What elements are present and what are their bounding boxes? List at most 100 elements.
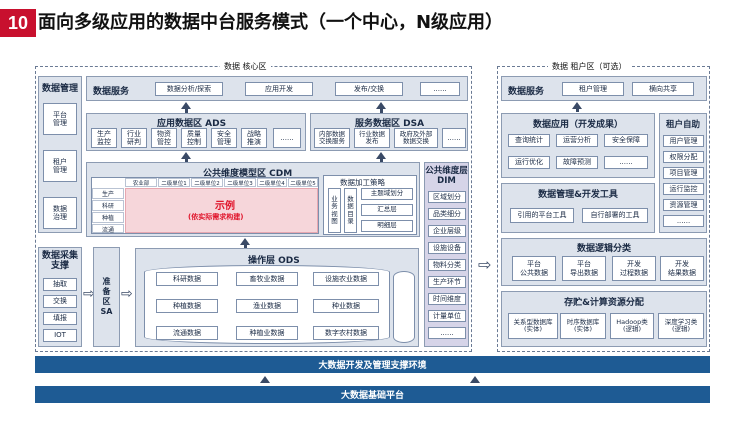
ods-item-1[interactable]: 科研数据 [156,272,218,286]
dim-title: 公共维度层 DIM [425,166,468,187]
service-analysis[interactable]: 数据分析/探索 [155,82,223,96]
dev-env-bar: 大数据开发及管理支撑环境 [35,356,710,373]
tenant-self-more[interactable]: ...... [663,215,704,227]
arrow-stem [185,108,188,113]
dsa-item-3[interactable]: 政府及外部 数据交换 [394,128,438,148]
tenant-app-more[interactable]: ...... [604,156,648,169]
tenant-self-perms[interactable]: 权限分配 [663,151,704,163]
storage-deeplearning[interactable]: 深度学习类 (逻辑) [658,313,704,339]
ads-item-1[interactable]: 生产 监控 [91,128,117,148]
ods-item-7[interactable]: 流通数据 [156,326,218,340]
cdm-cells [125,188,318,233]
logic-panel: 数据逻辑分类 平台 公共数据 平台 导出数据 开发 过程数据 开发 结果数据 [501,238,707,286]
ods-item-9[interactable]: 数字农村数据 [313,326,379,340]
logic-export[interactable]: 平台 导出数据 [562,256,606,281]
cdm-row-4: 流通 [92,224,124,234]
logic-public[interactable]: 平台 公共数据 [512,256,556,281]
tenant-app-query[interactable]: 查询统计 [508,134,550,147]
dim-item-6[interactable]: 生产环节 [428,276,466,288]
prep-area-sa: 准 备 区 SA [93,247,120,347]
dim-item-4[interactable]: 设施设备 [428,242,466,254]
dim-item-3[interactable]: 企业层级 [428,225,466,237]
dsa-item-more[interactable]: ...... [442,128,466,148]
data-catalog[interactable]: 数 据 目 录 [344,188,357,233]
ods-item-4[interactable]: 种植数据 [156,299,218,313]
service-more[interactable]: ...... [420,82,460,96]
tenant-service-share[interactable]: 横向共享 [632,82,694,96]
storage-hadoop[interactable]: Hadoop类 (逻辑) [610,313,654,339]
storage-timeseries[interactable]: 时序数据库 (实体) [560,313,606,339]
data-governance[interactable]: 数据 治理 [43,197,77,229]
arrow-up-icon [181,152,191,159]
cdm-col-1: 农业部 [125,178,157,187]
data-management-panel: 数据管理 平台 管理 租户 管理 数据 治理 [38,76,82,233]
subject-domain[interactable]: 主题域划分 [361,188,413,200]
tools-platform[interactable]: 引用的平台工具 [510,208,574,223]
detail-layer[interactable]: 明细层 [361,220,413,232]
cdm-col-4: 二级单位3 [224,178,256,187]
tenant-self-monitor[interactable]: 运行监控 [663,183,704,195]
ods-item-2[interactable]: 畜牧业数据 [236,272,298,286]
arrow-stem [244,244,247,248]
dim-item-2[interactable]: 品类细分 [428,208,466,220]
ods-item-6[interactable]: 种业数据 [313,299,379,313]
ads-item-3[interactable]: 物资 管控 [151,128,177,148]
collect-extract[interactable]: 抽取 [43,278,77,291]
ods-item-3[interactable]: 设施农业数据 [313,272,379,286]
base-platform-bar: 大数据基础平台 [35,386,710,403]
cdm-panel: 公共维度模型区 CDM 农业部 二级单位1 二级单位2 二级单位3 二级单位4 … [86,162,420,237]
dim-item-8[interactable]: 计量单位 [428,310,466,322]
collect-iot[interactable]: IOT [43,329,77,342]
ads-item-6[interactable]: 战略 推演 [241,128,267,148]
logic-process[interactable]: 开发 过程数据 [612,256,656,281]
arrow-right-icon: ⇨ [83,286,95,302]
service-publish[interactable]: 发布/交换 [335,82,403,96]
ads-item-5[interactable]: 安全 管理 [211,128,237,148]
tenant-self-users[interactable]: 用户管理 [663,135,704,147]
collect-exchange[interactable]: 交换 [43,295,77,308]
arrow-up-icon [240,238,250,245]
tenant-app-ops[interactable]: 运营分析 [556,134,598,147]
tenant-app-title: 数据应用（开发成果） [532,120,623,130]
collect-fill[interactable]: 填报 [43,312,77,325]
logic-result[interactable]: 开发 结果数据 [660,256,704,281]
dim-item-1[interactable]: 区域划分 [428,191,466,203]
tenant-app-panel: 数据应用（开发成果） 查询统计 运营分析 安全保障 运行优化 故障预测 ....… [501,113,655,178]
arrow-stem [185,158,188,162]
data-collection-panel: 数据采集 支撑 抽取 交换 填报 IOT [38,247,82,347]
tenant-app-predict[interactable]: 故障预测 [556,156,598,169]
strategy-box: 数据加工策略 业 务 视 图 数 据 目 录 主题域划分 汇总层 明细层 [323,175,417,235]
storage-relational[interactable]: 关系型数据库 (实体) [508,313,558,339]
ods-panel: 操作层 ODS 科研数据 畜牧业数据 设施农业数据 种植数据 渔业数据 种业数据… [135,248,419,347]
service-app-dev[interactable]: 应用开发 [245,82,313,96]
tenant-tools-panel: 数据管理&开发工具 引用的平台工具 自行部署的工具 [501,183,655,233]
tenant-service-manage[interactable]: 租户管理 [562,82,624,96]
cdm-col-3: 二级单位2 [191,178,223,187]
tenant-management[interactable]: 租户 管理 [43,150,77,182]
arrow-up-icon [376,152,386,159]
ods-item-5[interactable]: 渔业数据 [236,299,298,313]
tenant-self-projects[interactable]: 项目管理 [663,167,704,179]
tenant-app-security[interactable]: 安全保障 [604,134,648,147]
core-zone-label: 数据 核心区 [220,61,271,72]
data-service-panel: 数据服务 数据分析/探索 应用开发 发布/交换 ...... [86,76,468,101]
summary-layer[interactable]: 汇总层 [361,204,413,216]
dsa-item-2[interactable]: 行业数据 发布 [354,128,390,148]
tools-self-deployed[interactable]: 自行部署的工具 [582,208,648,223]
dim-item-more[interactable]: ...... [428,327,466,339]
tenant-zone-label: 数据 租户区（可选） [548,61,631,72]
arrow-stem [380,158,383,162]
dim-item-7[interactable]: 时间维度 [428,293,466,305]
ads-item-2[interactable]: 行业 研判 [121,128,147,148]
dsa-item-1[interactable]: 内部数据 交换服务 [314,128,350,148]
tenant-app-optimize[interactable]: 运行优化 [508,156,550,169]
business-view[interactable]: 业 务 视 图 [328,188,341,233]
prep-area-title: 准 备 区 SA [100,277,113,316]
dim-item-5[interactable]: 物料分类 [428,259,466,271]
platform-management[interactable]: 平台 管理 [43,103,77,135]
ads-item-4[interactable]: 质量 控制 [181,128,207,148]
ads-item-more[interactable]: ...... [273,128,301,148]
tenant-self-panel: 租户自助 用户管理 权限分配 项目管理 运行监控 资源管理 ...... [659,113,707,233]
ods-item-8[interactable]: 种植业数据 [236,326,298,340]
tenant-self-resources[interactable]: 资源管理 [663,199,704,211]
